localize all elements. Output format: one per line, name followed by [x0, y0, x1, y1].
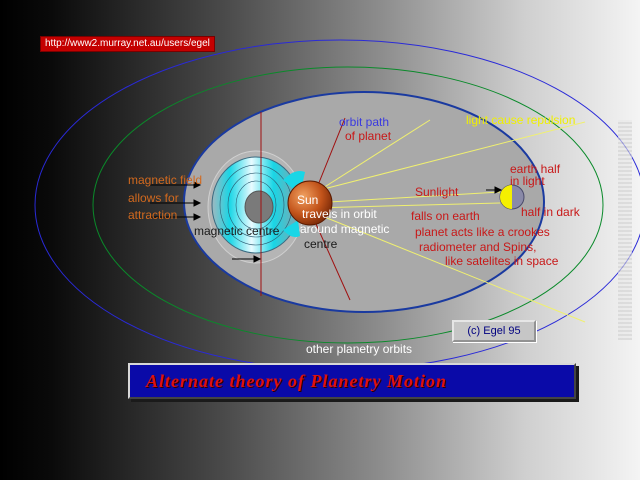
arrow-field-1: [150, 181, 202, 189]
label-earth-half-1: earth half: [510, 162, 561, 176]
label-sun-travels-3: centre: [304, 237, 338, 251]
arrow-field-3: [150, 213, 202, 221]
label-earth-half-2: in light: [510, 174, 545, 188]
outer-orbit-green: [92, 66, 604, 344]
side-strip-decoration: [618, 120, 632, 340]
light-ray-1: [311, 119, 431, 196]
cyan-arc-lower: [283, 220, 300, 238]
arrow-field-2: [150, 199, 202, 207]
label-magnetic-centre: magnetic centre: [194, 224, 280, 238]
sun: [287, 180, 333, 226]
light-ray-3: [311, 211, 586, 323]
light-ray-2: [311, 121, 586, 193]
label-falls-on-earth: falls on earth: [411, 209, 480, 223]
label-radiometer-2: radiometer and Spins,: [419, 240, 537, 254]
label-magnetic-field-2: allows for: [128, 191, 179, 205]
label-magnetic-field-1: magnetic field: [128, 173, 203, 187]
label-other-orbits: other planetry orbits: [306, 342, 413, 356]
label-sun-travels-2: around magnetic: [300, 222, 390, 236]
light-ray-5: [311, 202, 501, 209]
label-magnetic-field-3: attraction: [128, 208, 178, 222]
label-sun-travels-1: travels in orbit: [302, 207, 377, 221]
copyright-box: (c) Egel 95: [452, 320, 536, 342]
diagram-title: Alternate theory of Planetry Motion: [146, 371, 448, 391]
earth-light-half: [500, 185, 512, 209]
label-orbit-path-2: of planet: [345, 129, 392, 143]
arrow-magnetic-centre: [232, 255, 262, 263]
title-banner: Alternate theory of Planetry Motion: [128, 363, 576, 399]
label-light-repulsion: light cause repulsion: [466, 113, 576, 127]
magnetic-ring-2: [227, 172, 285, 238]
label-orbit-path-1: orbit path: [339, 115, 390, 129]
label-radiometer-3: like satelites in space: [445, 254, 559, 268]
magnetic-centre: [244, 190, 274, 224]
label-radiometer-1: planet acts like a crookes: [415, 225, 550, 239]
url-label[interactable]: http://www2.murray.net.au/users/egel: [40, 36, 215, 52]
label-sun: Sun: [297, 193, 319, 207]
magnetic-ring-3: [235, 180, 277, 230]
light-ray-4: [311, 191, 501, 204]
label-half-dark: half in dark: [521, 205, 580, 219]
red-line-lower: [311, 214, 351, 301]
label-sunlight: Sunlight: [415, 185, 459, 199]
arrow-earth-left: [486, 186, 503, 194]
